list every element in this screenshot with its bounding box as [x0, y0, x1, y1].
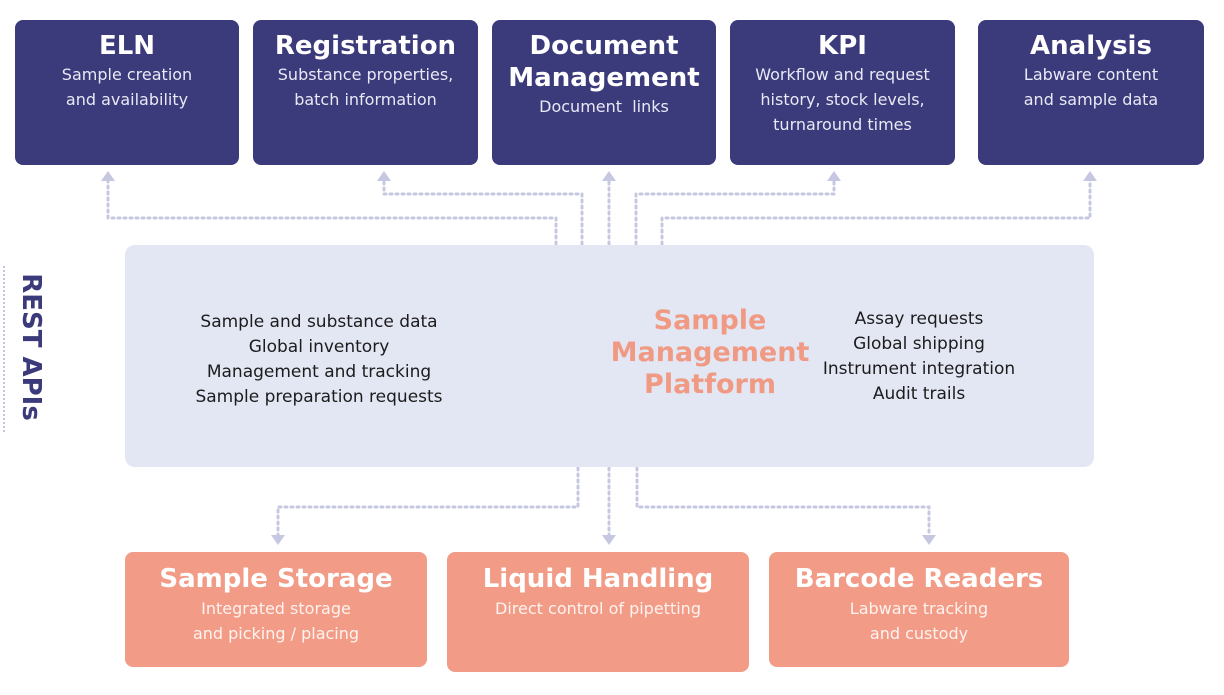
eln-desc-2: and availability: [65, 90, 189, 109]
rest-apis-divider: [3, 266, 5, 432]
platform-title-2: Management: [610, 337, 810, 368]
platform-title-1: Sample: [653, 305, 767, 336]
registration-title: Registration: [274, 31, 457, 61]
rest-apis-label-wrap: REST APIs: [16, 272, 46, 422]
rest-apis-label: REST APIs: [16, 273, 46, 421]
analysis-desc-2: and sample data: [1023, 90, 1159, 109]
platform-title: Sample Management Platform: [585, 305, 835, 401]
sample-storage-desc-1: Integrated storage: [201, 599, 351, 618]
document-management-title-1: Document: [529, 31, 679, 61]
connector-analysis: [660, 176, 1092, 246]
sample-storage-title: Sample Storage: [159, 564, 393, 594]
registration-desc-1: Substance properties,: [277, 65, 454, 84]
document-management-title-2: Management: [508, 63, 700, 93]
barcode-readers-desc-1: Labware tracking: [849, 599, 989, 618]
arrowhead-storage: [271, 535, 285, 545]
barcode-readers-box: Barcode Readers Labware tracking and cus…: [769, 552, 1069, 667]
sample-storage-desc-2: and picking / placing: [192, 624, 360, 643]
platform-title-3: Platform: [644, 369, 776, 400]
arrowhead-kpi: [827, 171, 841, 181]
liquid-handling-title: Liquid Handling: [482, 564, 714, 594]
analysis-desc-1: Labware content: [1023, 65, 1159, 84]
platform-left-item: Global inventory: [248, 337, 390, 357]
platform-right-item: Audit trails: [872, 384, 966, 404]
kpi-desc-2: history, stock levels,: [760, 90, 925, 109]
connector-storage: [276, 466, 580, 538]
eln-box: ELN Sample creation and availability: [15, 20, 239, 165]
arrowhead-liquid: [602, 535, 616, 545]
platform-left-item: Sample and substance data: [200, 312, 438, 332]
connector-kpi: [634, 176, 836, 246]
sample-management-platform: Sample and substance data Global invento…: [125, 245, 1094, 467]
platform-right-item: Global shipping: [853, 334, 985, 354]
eln-desc-1: Sample creation: [61, 65, 193, 84]
registration-box: Registration Substance properties, batch…: [253, 20, 478, 165]
analysis-title: Analysis: [1030, 31, 1152, 61]
registration-desc-2: batch information: [294, 90, 437, 109]
arrowhead-document: [602, 171, 616, 181]
kpi-box: KPI Workflow and request history, stock …: [730, 20, 955, 165]
kpi-desc-3: turnaround times: [773, 115, 912, 134]
connector-registration: [382, 176, 584, 246]
arrowhead-registration: [377, 171, 391, 181]
kpi-desc-1: Workflow and request: [755, 65, 930, 84]
analysis-box: Analysis Labware content and sample data: [978, 20, 1204, 165]
platform-right-item: Instrument integration: [822, 359, 1016, 379]
platform-left-list: Sample and substance data Global invento…: [154, 310, 484, 410]
arrowhead-analysis: [1083, 171, 1097, 181]
platform-right-list: Assay requests Global shipping Instrumen…: [754, 307, 1084, 407]
liquid-handling-box: Liquid Handling Direct control of pipett…: [447, 552, 749, 672]
connector-eln: [106, 176, 558, 246]
arrowhead-eln: [101, 171, 115, 181]
connector-barcode: [635, 466, 931, 538]
eln-title: ELN: [98, 31, 156, 61]
document-management-desc-1: Document links: [539, 97, 669, 116]
sample-storage-box: Sample Storage Integrated storage and pi…: [125, 552, 427, 667]
barcode-readers-title: Barcode Readers: [794, 564, 1044, 594]
kpi-title: KPI: [818, 31, 867, 61]
platform-right-item: Assay requests: [854, 309, 984, 329]
platform-left-item: Management and tracking: [206, 362, 432, 382]
liquid-handling-desc-1: Direct control of pipetting: [495, 599, 701, 618]
barcode-readers-desc-2: and custody: [869, 624, 969, 643]
arrowhead-barcode: [922, 535, 936, 545]
document-management-box: Document Management Document links: [492, 20, 716, 165]
platform-left-item: Sample preparation requests: [195, 387, 443, 407]
